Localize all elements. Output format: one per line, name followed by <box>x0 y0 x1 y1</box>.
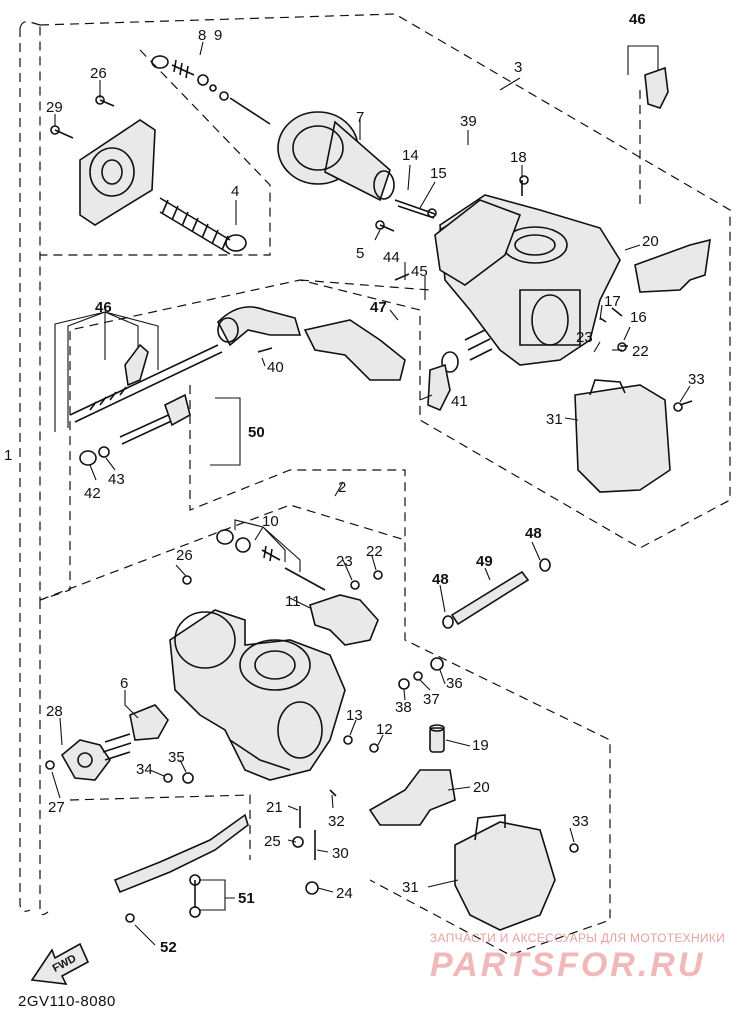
part-label-7: 7 <box>356 109 364 126</box>
part-label-20-top: 20 <box>642 233 659 250</box>
part-label-8: 8 <box>198 27 206 44</box>
upper-assembly <box>50 55 711 493</box>
part-label-34: 34 <box>136 761 153 778</box>
spring-6 <box>102 704 169 761</box>
part-label-11: 11 <box>285 593 301 610</box>
needle-14-15 <box>394 199 437 219</box>
part-label-50: 50 <box>248 424 265 441</box>
part-label-26-top: 26 <box>90 65 107 82</box>
part-label-22-top: 22 <box>632 343 649 360</box>
part-label-42: 42 <box>84 485 101 502</box>
bracket-20-lower <box>368 769 456 826</box>
part-label-51: 51 <box>238 890 255 907</box>
part-label-39: 39 <box>460 113 477 130</box>
part-label-17: 17 <box>604 293 621 310</box>
part-label-22-bottom: 22 <box>366 543 383 560</box>
part-label-3: 3 <box>514 59 522 76</box>
catalog-code: 2GV110-8080 <box>18 993 116 1010</box>
diaphragm-cover-top <box>79 119 156 226</box>
part-label-25: 25 <box>264 833 281 850</box>
float-bowl-31-lower <box>454 814 556 931</box>
part-label-24: 24 <box>336 885 353 902</box>
part-label-23-top: 23 <box>576 329 593 346</box>
part-label-5: 5 <box>356 245 364 262</box>
float-bowl-31-upper <box>574 379 671 493</box>
part-label-43: 43 <box>108 471 125 488</box>
bracket-11 <box>309 594 379 646</box>
part-label-33-top: 33 <box>688 371 705 388</box>
part-label-41: 41 <box>451 393 468 410</box>
small-screws-upper <box>50 95 693 412</box>
part-label-45: 45 <box>411 263 428 280</box>
part-label-23-bottom: 23 <box>336 553 353 570</box>
part-label-19: 19 <box>472 737 489 754</box>
leader-lines <box>51 41 691 946</box>
needle-parts-8-9 <box>151 55 271 125</box>
part-label-33-bottom: 33 <box>572 813 589 830</box>
part-label-28: 28 <box>46 703 63 720</box>
part-label-35: 35 <box>168 749 185 766</box>
part-label-37: 37 <box>423 691 440 708</box>
gasket-39 <box>434 199 522 286</box>
part-label-10: 10 <box>262 513 279 530</box>
part-label-49: 49 <box>476 553 493 570</box>
part-label-36: 36 <box>446 675 463 692</box>
part-label-18: 18 <box>510 149 527 166</box>
cover-27-28 <box>60 739 111 781</box>
part-label-2: 2 <box>338 479 346 496</box>
carburetor-body-lower <box>169 609 346 781</box>
link-46-top <box>644 66 669 109</box>
part-label-31-top: 31 <box>546 411 563 428</box>
small-screws-lower <box>45 570 579 923</box>
part-label-20-bottom: 20 <box>473 779 490 796</box>
choke-shaft-46 <box>69 343 223 423</box>
part-label-27: 27 <box>48 799 65 816</box>
watermark-caption: ЗАПЧАСТИ И АКСЕССУАРЫ ДЛЯ МОТОТЕХНИКИ <box>430 931 726 945</box>
throttle-link-plate <box>113 813 249 894</box>
part-label-32: 32 <box>328 813 345 830</box>
part-label-48-b: 48 <box>432 571 449 588</box>
part-label-52: 52 <box>160 939 177 956</box>
plate-47 <box>303 319 406 381</box>
part-label-44: 44 <box>383 249 400 266</box>
part-label-46-top: 46 <box>629 11 646 28</box>
watermark-logo: PARTSFOR.RU <box>430 946 706 984</box>
needle-parts-10 <box>216 529 326 591</box>
part-label-12: 12 <box>376 721 393 738</box>
vacuum-piston-7 <box>277 111 395 202</box>
part-label-21: 21 <box>266 799 283 816</box>
fwd-arrow: FWD <box>30 942 90 985</box>
part-label-14: 14 <box>402 147 419 164</box>
assembly-outlines <box>19 13 731 956</box>
spring-4 <box>159 197 247 255</box>
part-label-30: 30 <box>332 845 349 862</box>
part-label-4: 4 <box>231 183 239 200</box>
spring-41 <box>427 329 493 412</box>
part-label-46-mid: 46 <box>95 299 112 316</box>
part-label-40: 40 <box>267 359 284 376</box>
part-label-13: 13 <box>346 707 363 724</box>
part-label-16: 16 <box>630 309 647 326</box>
shaft-50 <box>79 393 191 466</box>
part-label-6: 6 <box>120 675 128 692</box>
lower-assembly <box>45 529 579 931</box>
part-label-26-bottom: 26 <box>176 547 193 564</box>
part-label-15: 15 <box>430 165 447 182</box>
part-label-9: 9 <box>214 27 222 44</box>
rod-49 <box>442 558 551 629</box>
part-label-48-a: 48 <box>525 525 542 542</box>
part-label-1: 1 <box>4 447 12 464</box>
part-labels: 3 8 9 26 29 4 7 14 15 39 18 46 5 44 45 2… <box>4 11 705 956</box>
bracket-20-upper <box>634 238 711 293</box>
part-label-29: 29 <box>46 99 63 116</box>
part-label-38: 38 <box>395 699 412 716</box>
part-label-47: 47 <box>370 299 387 316</box>
elbow-fitting-40 <box>217 306 302 347</box>
part-label-31-bottom: 31 <box>402 879 419 896</box>
jet-19 <box>429 724 445 753</box>
